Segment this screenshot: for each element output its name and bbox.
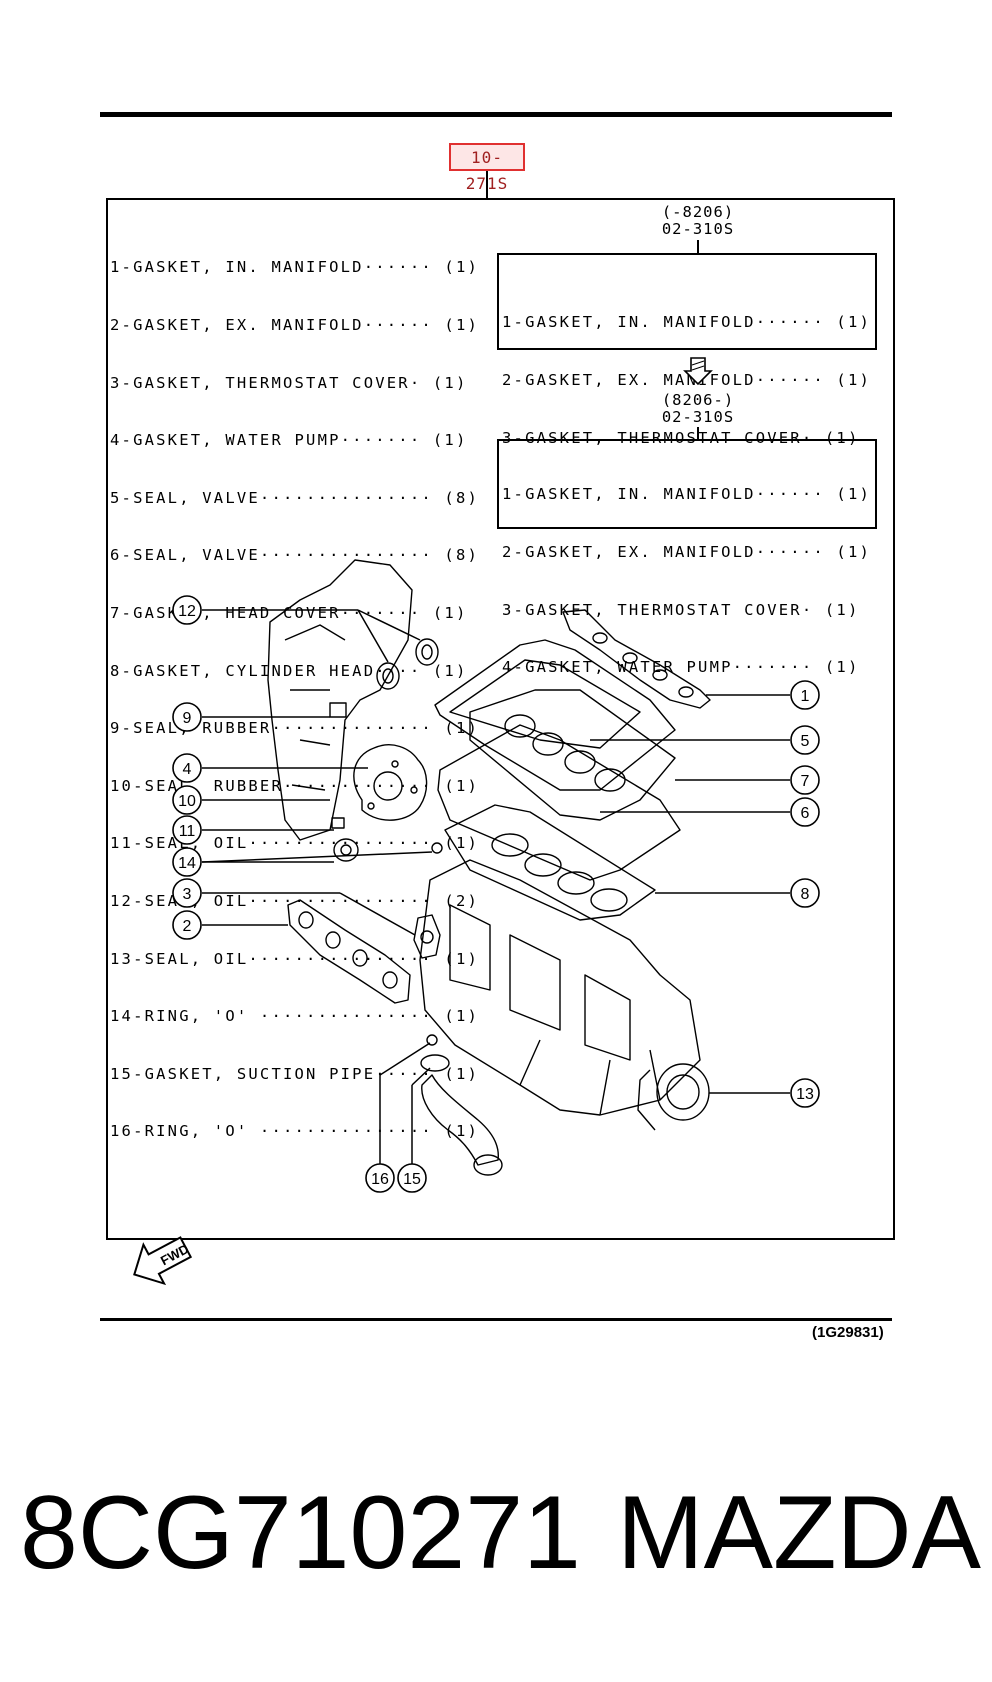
parts-list-item: 8-GASKET, CYLINDER HEAD···· (1) <box>110 661 468 680</box>
seal-12a <box>415 638 439 666</box>
cylinder-head <box>437 724 681 881</box>
reference-leader <box>486 171 488 199</box>
parts-list-item: 14-RING, 'O' ··············· (1) <box>110 1007 480 1026</box>
callout-6: 6 <box>790 797 820 827</box>
callout-label: 15 <box>403 1171 421 1188</box>
brand-caption: MAZDA <box>617 1475 981 1591</box>
o-ring-16 <box>426 1034 438 1046</box>
timing-cover <box>267 559 413 841</box>
figure-code: (1G29831) <box>812 1324 884 1341</box>
callout-label: 16 <box>371 1171 389 1188</box>
callout-label: 10 <box>178 793 196 810</box>
seal-9 <box>329 702 347 718</box>
kit-after-item: 2-GASKET, EX. MANIFOLD······ (1) <box>502 543 872 562</box>
top-rule <box>100 112 892 117</box>
oil-suction-pipe <box>421 1074 499 1166</box>
parts-list-item: 11-SEAL, OIL················ (1) <box>110 834 480 853</box>
cylinder-head-gasket <box>444 804 656 921</box>
callout-7: 7 <box>790 765 820 795</box>
cylinder-block <box>419 859 701 1116</box>
callout-8: 8 <box>790 878 820 908</box>
kit-after-item: 3-GASKET, THERMOSTAT COVER· (1) <box>502 600 860 619</box>
seal-11 <box>333 838 359 862</box>
kit-before-box: 1-GASKET, IN. MANIFOLD······ (1) 2-GASKE… <box>497 253 877 447</box>
callout-4: 4 <box>172 753 202 783</box>
parts-list-item: 2-GASKET, EX. MANIFOLD······ (1) <box>110 316 480 334</box>
callout-label: 4 <box>183 761 192 778</box>
callout-14: 14 <box>172 847 202 877</box>
kit-before-code[interactable]: 02-310S <box>661 220 735 238</box>
supersede-arrow-icon <box>683 357 713 386</box>
crank-seal <box>656 1063 710 1121</box>
bottom-rule <box>100 1318 892 1321</box>
callout-16: 16 <box>365 1163 395 1193</box>
callout-label: 8 <box>801 886 810 903</box>
callout-13: 13 <box>790 1078 820 1108</box>
callout-12: 12 <box>172 595 202 625</box>
fwd-arrow-icon: FWD <box>133 1236 193 1286</box>
head-cover <box>434 639 676 791</box>
callout-label: 6 <box>801 805 810 822</box>
parts-list-item: 3-GASKET, THERMOSTAT COVER· (1) <box>110 373 468 392</box>
callout-label: 14 <box>178 855 196 872</box>
o-ring-14 <box>431 842 443 854</box>
callout-label: 2 <box>183 918 192 935</box>
callout-1: 1 <box>790 680 820 710</box>
callout-label: 11 <box>179 823 196 840</box>
parts-list-item: 15-GASKET, SUCTION PIPE····· (1) <box>110 1064 480 1083</box>
kit-before-leader <box>697 240 699 254</box>
callout-11: 11 <box>172 815 202 845</box>
callout-3: 3 <box>172 878 202 908</box>
parts-list-item: 1-GASKET, IN. MANIFOLD······ (1) <box>110 258 480 277</box>
diagram-frame <box>106 198 895 1240</box>
intake-manifold-gasket <box>562 609 711 709</box>
kit-after-item: 1-GASKET, IN. MANIFOLD······ (1) <box>502 485 872 504</box>
callout-label: 13 <box>796 1086 814 1103</box>
kit-before-item: 1-GASKET, IN. MANIFOLD······ (1) <box>502 313 872 332</box>
parts-list-item: 16-RING, 'O' ··············· (1) <box>110 1122 480 1141</box>
parts-list-item: 13-SEAL, OIL················ (1) <box>110 949 480 968</box>
parts-list-item: 4-GASKET, WATER PUMP······· (1) <box>110 431 468 450</box>
parts-list: 1-GASKET, IN. MANIFOLD······ (1) 2-GASKE… <box>110 220 479 1161</box>
kit-before-date: (-8206) <box>661 203 735 221</box>
callout-10: 10 <box>172 785 202 815</box>
kit-before-item: 3-GASKET, THERMOSTAT COVER· (1) <box>502 428 860 447</box>
head-cover-gasket <box>469 689 676 821</box>
callout-label: 1 <box>801 688 810 705</box>
callout-9: 9 <box>172 702 202 732</box>
callout-15: 15 <box>397 1163 427 1193</box>
parts-list-item: 5-SEAL, VALVE··············· (8) <box>110 488 480 507</box>
kit-after-date: (8206-) <box>661 391 735 409</box>
callout-label: 7 <box>801 773 810 790</box>
callout-5: 5 <box>790 725 820 755</box>
reference-code-box[interactable]: 10-271S <box>449 143 525 193</box>
callout-label: 3 <box>183 886 192 903</box>
kit-after-leader <box>697 427 699 440</box>
parts-list-item: 12-SEAL, OIL················ (2) <box>110 891 480 910</box>
seal-12b <box>376 662 400 690</box>
parts-list-item: 6-SEAL, VALVE··············· (8) <box>110 546 480 565</box>
callout-label: 12 <box>178 603 196 620</box>
kit-after-code[interactable]: 02-310S <box>661 408 735 426</box>
thermostat-cover-gasket <box>413 914 441 959</box>
seal-10 <box>331 817 345 829</box>
callout-2: 2 <box>172 910 202 940</box>
water-pump-gasket <box>353 744 428 821</box>
callout-label: 9 <box>183 710 192 727</box>
suction-pipe-gasket <box>420 1054 450 1072</box>
part-number-caption: 8CG710271 <box>20 1475 581 1591</box>
callout-label: 5 <box>801 733 810 750</box>
plug-seals <box>504 714 626 792</box>
exhaust-manifold-gasket <box>287 899 411 1004</box>
engine-exploded-diagram: 12 9 4 10 11 14 3 2 1 5 7 6 8 13 16 15 F… <box>133 559 820 1286</box>
